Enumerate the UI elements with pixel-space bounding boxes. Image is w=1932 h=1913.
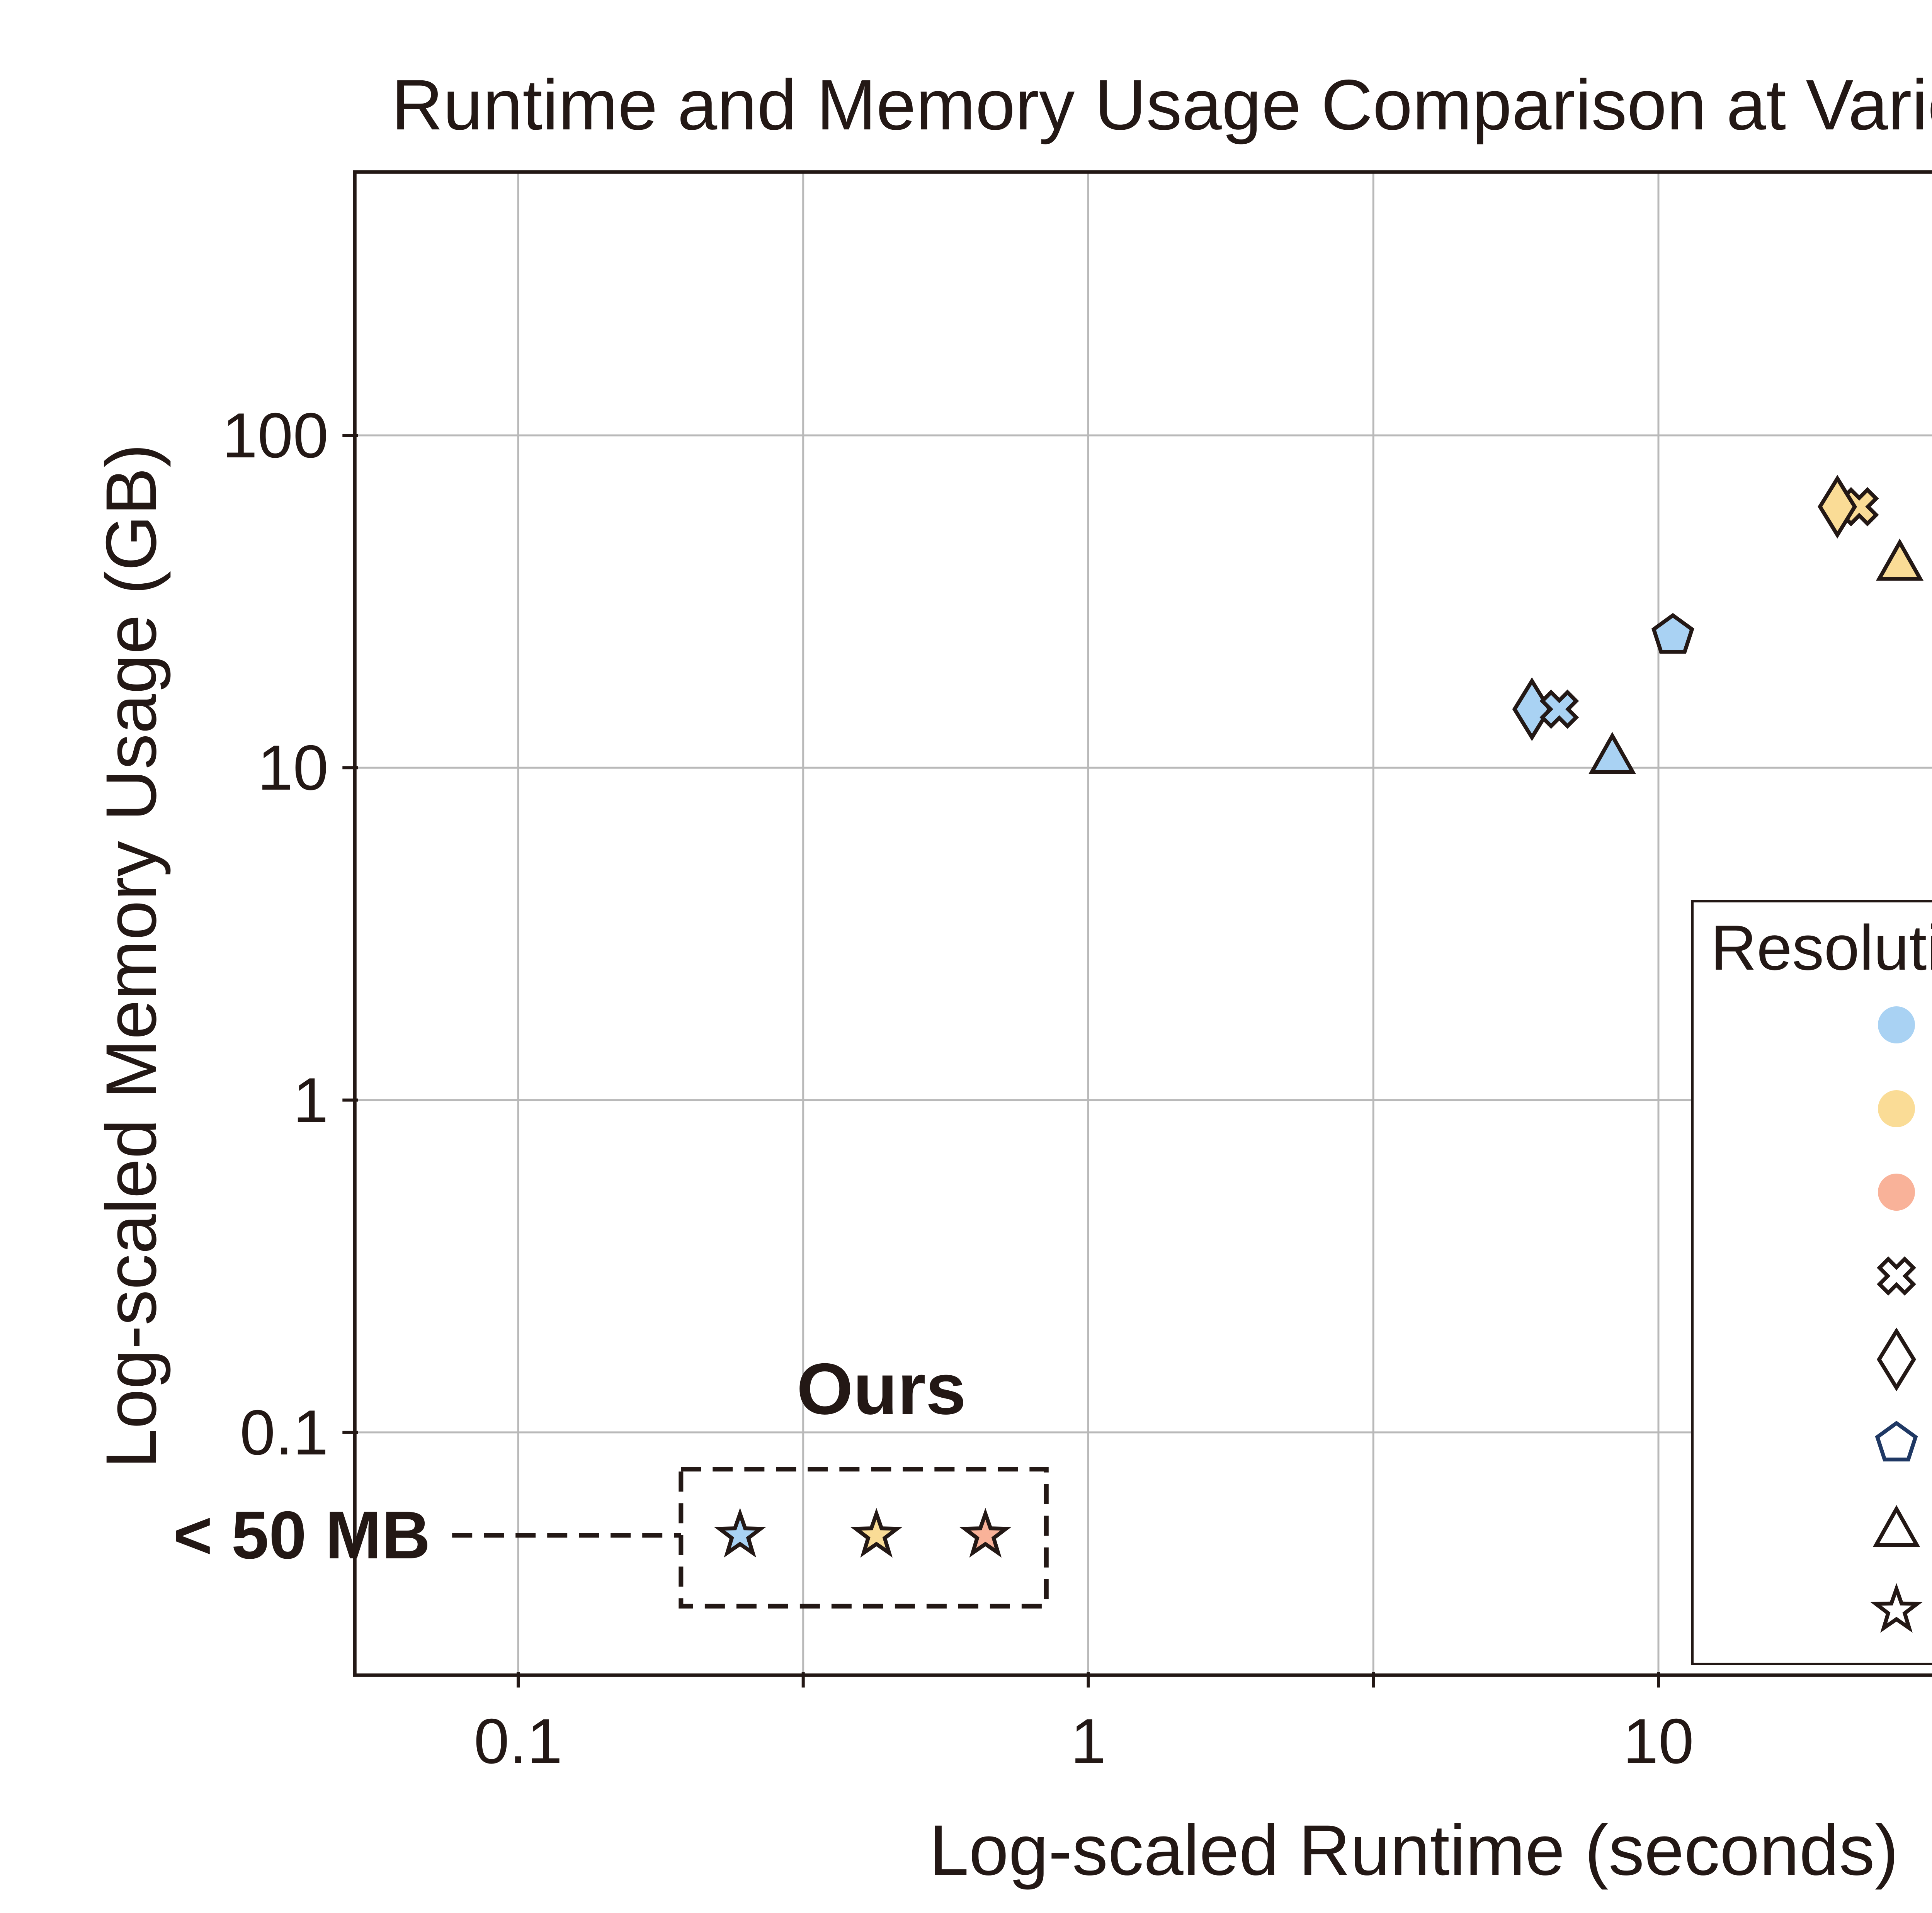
memory-annotation-label: < 50 MB (173, 1498, 430, 1573)
y-tick-label-10: 10 (257, 732, 328, 804)
circle-icon (1878, 1090, 1915, 1127)
marker-fk-256×256 (1651, 613, 1694, 654)
legend-entry-phasor: Phasor (1694, 1485, 1932, 1569)
y-tick-label-0.1: 0.1 (240, 1397, 328, 1468)
marker-ours-256×256 (714, 1508, 766, 1558)
ours-annotation-label: Ours (796, 1348, 966, 1429)
triangle-up-icon (1872, 1505, 1920, 1547)
marker-lct-256×256 (1512, 677, 1552, 741)
gridlines (355, 172, 1932, 1675)
legend-entry-512×512: 512×512 (1694, 1067, 1932, 1151)
legend-entry-ours: Ours (1694, 1569, 1932, 1653)
marker-ours-1024×1024 (959, 1508, 1012, 1558)
marker-ours-512×512 (850, 1508, 903, 1558)
axis-ticks (342, 434, 1660, 1688)
pentagon-icon (1875, 1420, 1918, 1462)
marker-lct-512×512 (1818, 475, 1857, 539)
marker-phasor-512×512 (1876, 538, 1924, 581)
y-axis-label: Log-scaled Memory Usage (GB) (92, 443, 171, 1469)
plot-frame (353, 170, 1932, 1677)
legend-entry-fk: FK (1694, 1402, 1932, 1485)
chart-title: Runtime and Memory Usage Comparison at V… (391, 65, 1932, 145)
data-markers (714, 475, 1924, 1558)
thin-diamond-icon (1877, 1327, 1916, 1391)
legend-entry-256×256: 256×256 (1694, 983, 1932, 1067)
legend-entry-fbp: FBP (1694, 1234, 1932, 1318)
legend-entry-1024×1024: 1024×1024 (1694, 1150, 1932, 1234)
x-cross-icon (1877, 1256, 1916, 1296)
y-tick-label-100: 100 (222, 400, 328, 471)
ours-dashed-box (679, 1467, 1049, 1609)
x-axis-label: Log-scaled Runtime (seconds) (929, 1811, 1899, 1890)
marker-phasor-256×256 (1588, 732, 1636, 774)
circle-icon (1878, 1006, 1915, 1043)
x-tick-label-1: 1 (1070, 1706, 1106, 1777)
x-tick-label-10: 10 (1623, 1706, 1694, 1777)
star-icon (1870, 1583, 1923, 1633)
circle-icon (1878, 1174, 1915, 1211)
marker-fbp-256×256 (1539, 689, 1579, 729)
x-tick-label-0.1: 0.1 (474, 1706, 563, 1777)
legend-title: Resolutions and Methods (1711, 912, 1932, 983)
y-tick-label-1: 1 (293, 1064, 328, 1136)
legend: Resolutions and Methods 256×256512×51210… (1691, 900, 1932, 1665)
legend-entry-lct: LCT (1694, 1318, 1932, 1402)
